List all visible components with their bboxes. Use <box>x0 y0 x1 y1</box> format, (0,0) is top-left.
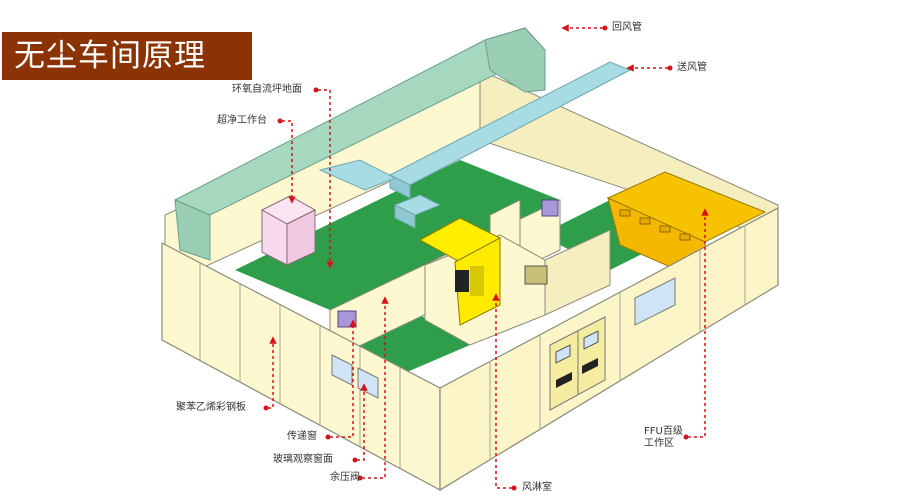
label-ffu-line2: 工作区 <box>644 438 674 449</box>
return-air-duct <box>173 27 546 261</box>
air-shower-room <box>418 217 502 326</box>
page-title: 无尘车间原理 <box>2 32 252 80</box>
label-return-air-duct: 回风管 <box>612 22 642 33</box>
label-glass-window: 玻璃观察窗面 <box>273 454 333 465</box>
pass-box-device <box>337 310 357 328</box>
label-eps-steel-panel: 聚苯乙烯彩钢板 <box>176 402 246 413</box>
pointer-lines <box>268 24 709 489</box>
supply-air-duct <box>318 61 632 229</box>
pointer-dots <box>263 25 689 491</box>
label-epoxy-floor: 环氧自流坪地面 <box>232 84 302 95</box>
label-air-shower: 风淋室 <box>522 482 552 493</box>
label-pressure-relief-valve: 余压阀 <box>330 472 360 483</box>
front-wall-right <box>439 207 779 492</box>
label-supply-air-duct: 送风管 <box>677 62 707 73</box>
label-ffu-line1: FFU百级 <box>644 426 683 437</box>
clean-workbench <box>260 195 317 266</box>
label-clean-bench: 超净工作台 <box>217 115 267 126</box>
label-ffu-zone: FFU百级 工作区 <box>644 426 683 450</box>
label-pass-box: 传递窗 <box>287 431 317 442</box>
wall-device <box>524 199 559 285</box>
